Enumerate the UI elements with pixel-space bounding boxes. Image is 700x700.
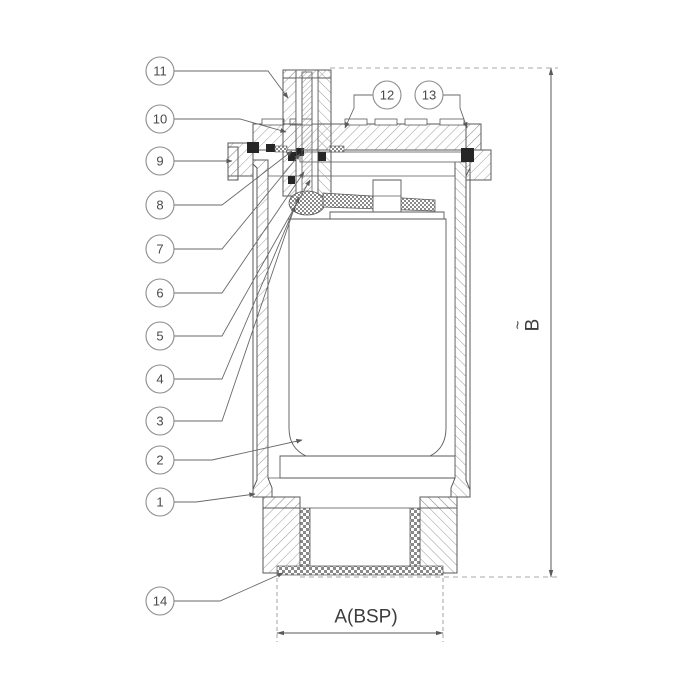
balloon-14[interactable]: 14: [145, 586, 175, 616]
balloon-label: 12: [380, 88, 394, 103]
float-base-plate: [279, 455, 456, 479]
leader-5: [174, 179, 311, 337]
dimension-vertical: B ~: [510, 67, 554, 578]
stem-bore-left: [295, 77, 303, 125]
balloon-label: 9: [156, 154, 163, 169]
thread-left: [299, 507, 311, 574]
stem-gasket-c: [288, 176, 295, 184]
balloon-11[interactable]: 11: [145, 56, 175, 86]
leader-14: [174, 572, 284, 602]
float-body: [288, 218, 447, 457]
bottom-connection: [262, 496, 458, 576]
washer-right: [329, 145, 345, 153]
outlet-neck-left: [262, 496, 301, 509]
leader-4: [174, 196, 300, 380]
leader-2: [174, 438, 303, 461]
leader-8: [174, 150, 293, 206]
balloon-label: 11: [153, 64, 167, 79]
leader-3: [174, 205, 296, 422]
balloon-12[interactable]: 12: [372, 80, 402, 110]
cover-boss-1: [261, 118, 285, 126]
cover-flange-left-lower: [227, 146, 239, 181]
leader-12: [344, 94, 375, 129]
gasket-right: [461, 148, 474, 162]
balloon-label: 2: [156, 453, 163, 468]
gasket-left-outer: [247, 142, 259, 153]
balloon-label: 14: [153, 594, 167, 609]
dim-witness-lines: [276, 578, 444, 642]
dimension-horizontal: A(BSP): [276, 607, 444, 636]
thread-bottom-face: [276, 565, 444, 576]
balloon-label: 13: [422, 88, 436, 103]
balloon-label: 10: [153, 112, 167, 127]
balloon-9[interactable]: 9: [145, 146, 175, 176]
dim-label-a: A(BSP): [334, 607, 397, 628]
leader-6: [174, 171, 305, 294]
washer-left: [274, 145, 288, 153]
extension-lines: [300, 67, 558, 578]
leader-7: [174, 153, 301, 250]
balloon-4[interactable]: 4: [145, 364, 175, 394]
leader-10: [174, 118, 287, 133]
outlet-bore: [309, 507, 411, 567]
outlet-neck-right: [419, 496, 458, 509]
leader-1: [174, 492, 256, 503]
gasket-left-inner: [266, 144, 275, 152]
stem-seal-ball: [288, 190, 326, 216]
balloon-leaders-top: [344, 94, 468, 129]
balloon-label: 6: [156, 286, 163, 301]
balloon-label: 8: [156, 198, 163, 213]
cover-boss-6: [439, 118, 465, 126]
balloon-label: 4: [156, 372, 163, 387]
balloon-10[interactable]: 10: [145, 104, 175, 134]
balloon-label: 7: [156, 242, 163, 257]
balloon-leaders-left: [174, 70, 311, 602]
cover-boss-4: [374, 118, 398, 126]
stem-bore-right: [311, 77, 319, 125]
cover-boss-5: [404, 118, 428, 126]
thread-right: [409, 507, 421, 574]
balloon-6[interactable]: 6: [145, 278, 175, 308]
balloon-13[interactable]: 13: [414, 80, 444, 110]
gasket-seal-left: [296, 148, 304, 156]
balloon-5[interactable]: 5: [145, 321, 175, 351]
stem-rod: [301, 71, 313, 205]
balloon-7[interactable]: 7: [145, 234, 175, 264]
stem-assembly: [274, 69, 345, 216]
balloon-label: 5: [156, 329, 163, 344]
balloon-3[interactable]: 3: [145, 406, 175, 436]
stem-gasket-b: [318, 152, 326, 161]
balloon-label: 1: [156, 495, 163, 510]
balloon-callouts: 11 10 9 8 7 6 5 4: [145, 56, 444, 616]
balloon-1[interactable]: 1: [145, 487, 175, 517]
dim-tilde: ~: [510, 320, 527, 329]
leader-13: [441, 94, 468, 129]
balloon-label: 3: [156, 414, 163, 429]
cover-plate-right-boss: [465, 123, 492, 181]
float-assembly: [279, 179, 456, 479]
balloon-2[interactable]: 2: [145, 445, 175, 475]
stem-gasket-a: [288, 152, 296, 161]
dim-label-b: B: [523, 319, 544, 332]
balloon-8[interactable]: 8: [145, 190, 175, 220]
leader-11: [174, 70, 289, 99]
